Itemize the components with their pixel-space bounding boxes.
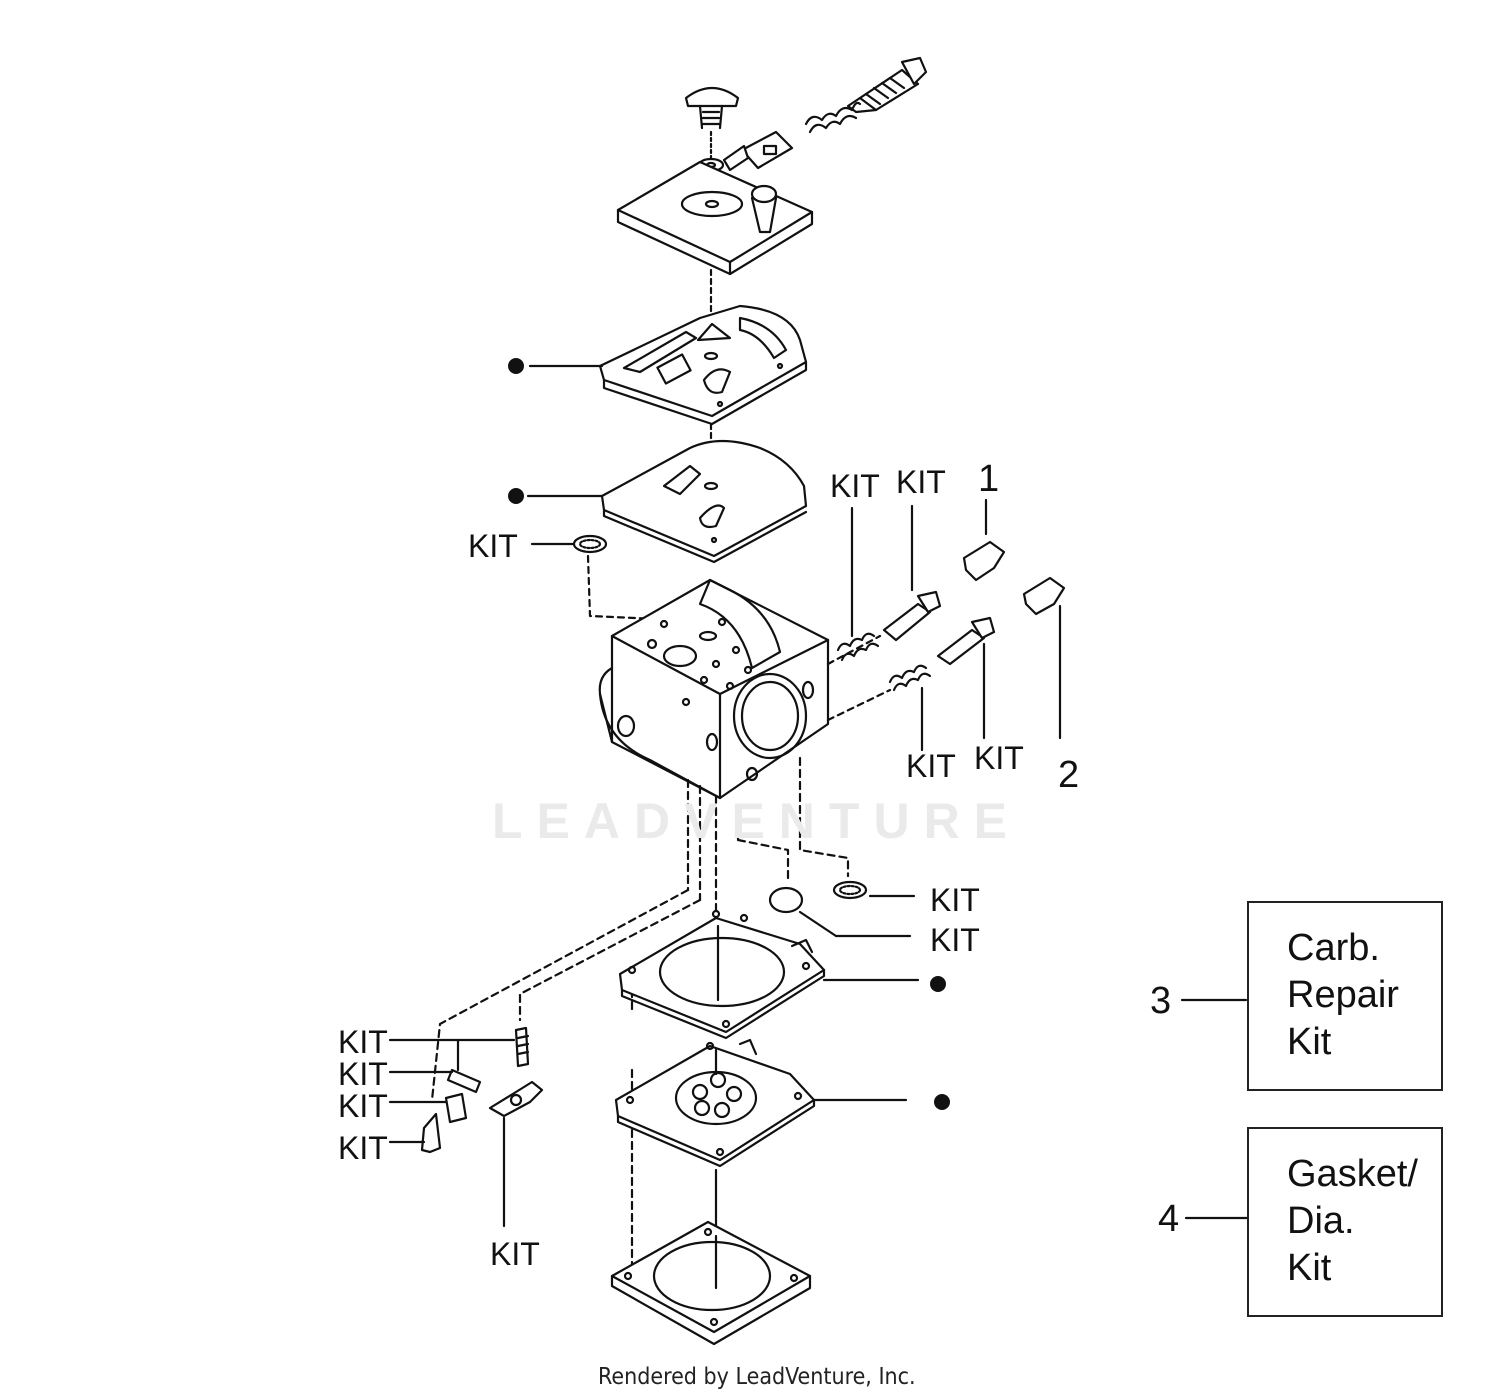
legend-line: Carb. [1287, 927, 1380, 969]
kit-label: KIT [490, 1236, 540, 1272]
kit-label: KIT [930, 882, 980, 918]
gasket-upper [598, 304, 808, 472]
bottom-cover [610, 1220, 812, 1346]
diaphragm-upper [600, 439, 808, 564]
legend-carb-repair-kit: Carb. Repair Kit [1247, 901, 1443, 1091]
kit-label: KIT [338, 1130, 388, 1166]
gasket-lower [618, 909, 826, 1040]
dashed-guides [430, 756, 850, 1272]
metering-diaphragm [614, 1038, 816, 1238]
kit-label: KIT [338, 1024, 388, 1060]
watermark-text: LEADVENTURE [492, 793, 1022, 849]
callout-1: 1 [978, 458, 1000, 500]
kit-label: KIT [930, 922, 980, 958]
legend-line: Dia. [1287, 1200, 1355, 1242]
kit-label: KIT [338, 1088, 388, 1124]
kit-label: KIT [468, 528, 518, 564]
kit-label: KIT [906, 748, 956, 784]
carburetor-body [598, 578, 892, 800]
legend-gasket-dia-kit: Gasket/ Dia. Kit [1247, 1127, 1443, 1317]
legend-line: Kit [1287, 1247, 1332, 1289]
kit-label: KIT [830, 468, 880, 504]
kit-label: KIT [896, 464, 946, 500]
callout-3: 3 [1150, 980, 1172, 1022]
kit-label: KIT [974, 740, 1024, 776]
callout-4: 4 [1158, 1198, 1180, 1240]
callout-2: 2 [1058, 754, 1080, 796]
top-cover [616, 160, 814, 322]
legend-line: Gasket/ [1287, 1153, 1418, 1195]
small-caps [768, 880, 868, 914]
needle-springs [836, 590, 996, 692]
footer-credit: Rendered by LeadVenture, Inc. [598, 1364, 916, 1390]
part-1-2-clips [962, 540, 1066, 616]
legend-line: Kit [1287, 1021, 1332, 1063]
needle-valve-parts [388, 1026, 544, 1154]
legend-line: Repair [1287, 974, 1399, 1016]
leader-lines [502, 364, 1252, 1228]
kit-label: KIT [338, 1056, 388, 1092]
bullet-dots [508, 358, 950, 1110]
adjust-screw-assembly [722, 56, 928, 172]
